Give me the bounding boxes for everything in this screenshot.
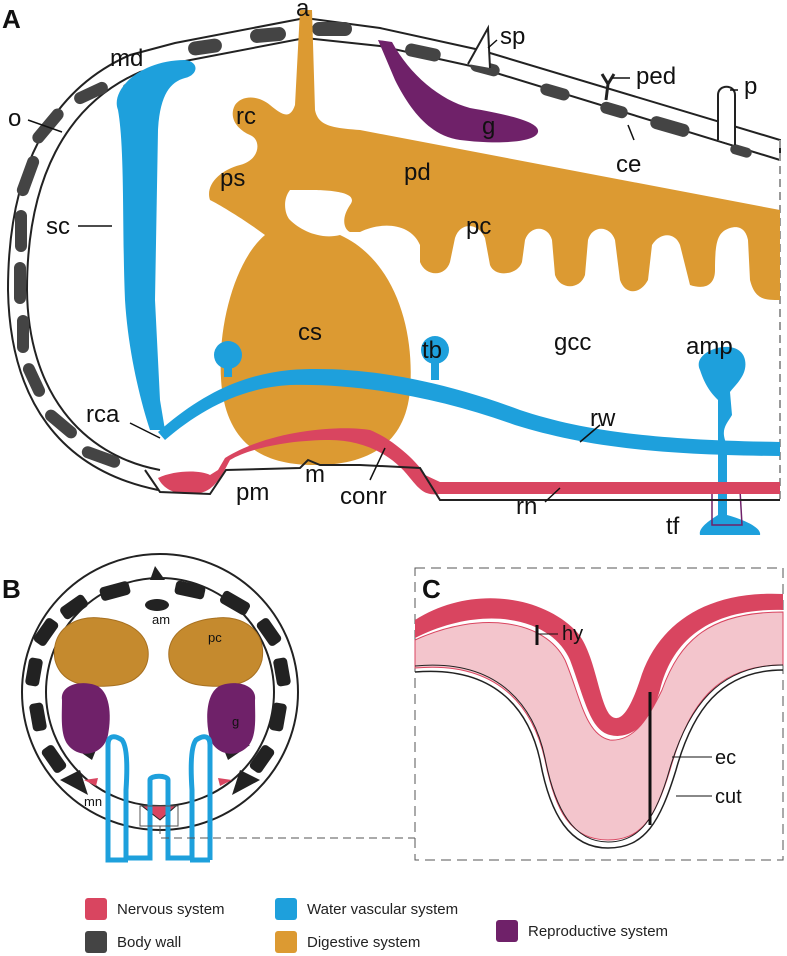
marginal-nerve-right <box>218 778 232 786</box>
label-conr: conr <box>340 483 387 510</box>
gonad-a <box>378 40 539 143</box>
legend-label-water-vascular: Water vascular system <box>307 900 459 918</box>
label-tb: tb <box>422 337 442 364</box>
label-g-b: g <box>232 714 239 729</box>
legend-item-water-vascular: Water vascular system <box>275 898 458 920</box>
legend-swatch-reproductive <box>496 920 518 942</box>
label-gcc: gcc <box>554 329 591 356</box>
ambulacral-muscle <box>145 599 169 611</box>
label-g: g <box>482 113 495 140</box>
legend-label-nervous: Nervous system <box>117 900 225 918</box>
label-rca: rca <box>86 401 120 428</box>
gonad-b-left <box>61 683 110 754</box>
panel-b-letter: B <box>2 574 21 604</box>
label-p: p <box>744 73 757 100</box>
label-o: o <box>8 105 21 132</box>
label-ped: ped <box>636 63 676 90</box>
legend-label-reproductive: Reproductive system <box>528 922 669 940</box>
label-ec: ec <box>715 747 736 769</box>
label-cs: cs <box>298 319 322 346</box>
hyponeural-layer <box>415 593 783 736</box>
radial-nerve-b <box>140 805 178 821</box>
water-vascular-system-a <box>116 60 780 535</box>
legend-item-digestive: Digestive system <box>275 931 420 953</box>
pyloric-caeca-right <box>168 617 264 687</box>
panel-b: B <box>2 553 415 863</box>
panel-c: C hy ec cut <box>414 567 784 861</box>
body-wall-inner <box>25 36 781 471</box>
panel-c-letter: C <box>422 574 441 604</box>
legend-label-body-wall: Body wall <box>117 933 182 951</box>
pedicellaria <box>600 73 616 101</box>
legend-item-nervous: Nervous system <box>85 898 225 920</box>
panel-a: A a md sp ped p o rc g ce ps pd sc pc cs… <box>2 0 781 540</box>
label-a: a <box>296 0 310 22</box>
label-rw: rw <box>590 405 616 432</box>
label-pc: pc <box>466 213 491 240</box>
label-md: md <box>110 45 143 72</box>
digestive-system-a <box>209 10 780 465</box>
label-m: m <box>305 461 325 488</box>
zoom-box <box>139 805 179 827</box>
body-wall-outer <box>6 16 781 491</box>
label-amp: amp <box>686 333 733 360</box>
panel-c-frame <box>414 567 784 861</box>
legend-item-body-wall: Body wall <box>85 931 181 953</box>
legend-swatch-digestive <box>275 931 297 953</box>
legend-swatch-nervous <box>85 898 107 920</box>
ossicles <box>14 22 752 468</box>
marginal-nerve-left <box>84 778 98 786</box>
label-mn: mn <box>84 794 102 809</box>
cuticle-inner <box>414 664 784 843</box>
label-cut: cut <box>715 786 742 808</box>
label-hy: hy <box>562 623 583 645</box>
tube-feet-b <box>105 734 213 861</box>
legend-swatch-body-wall <box>85 931 107 953</box>
tube-feet-b-left-arm <box>105 745 128 863</box>
spine <box>467 24 491 69</box>
legend-item-reproductive: Reproductive system <box>496 920 668 942</box>
label-rn: rn <box>516 493 537 520</box>
label-tf: tf <box>666 513 680 540</box>
panel-a-letter: A <box>2 4 21 34</box>
label-pm: pm <box>236 479 269 506</box>
label-sp: sp <box>500 23 525 50</box>
label-sc: sc <box>46 213 70 240</box>
label-ce: ce <box>616 151 641 178</box>
cuticle-outer <box>414 669 784 849</box>
gonad-b-right <box>207 683 256 754</box>
legend-label-digestive: Digestive system <box>307 933 421 951</box>
label-rc: rc <box>236 103 256 130</box>
papula <box>717 85 736 145</box>
leader-lines-a <box>27 39 738 503</box>
nervous-system-a <box>144 428 780 501</box>
legend-swatch-water-vascular <box>275 898 297 920</box>
label-pc-b: pc <box>208 630 222 645</box>
zoom-connector <box>159 826 415 839</box>
label-ps: ps <box>220 165 245 192</box>
pyloric-caeca-left <box>53 617 149 687</box>
label-pd: pd <box>404 159 431 186</box>
label-am: am <box>152 612 170 627</box>
